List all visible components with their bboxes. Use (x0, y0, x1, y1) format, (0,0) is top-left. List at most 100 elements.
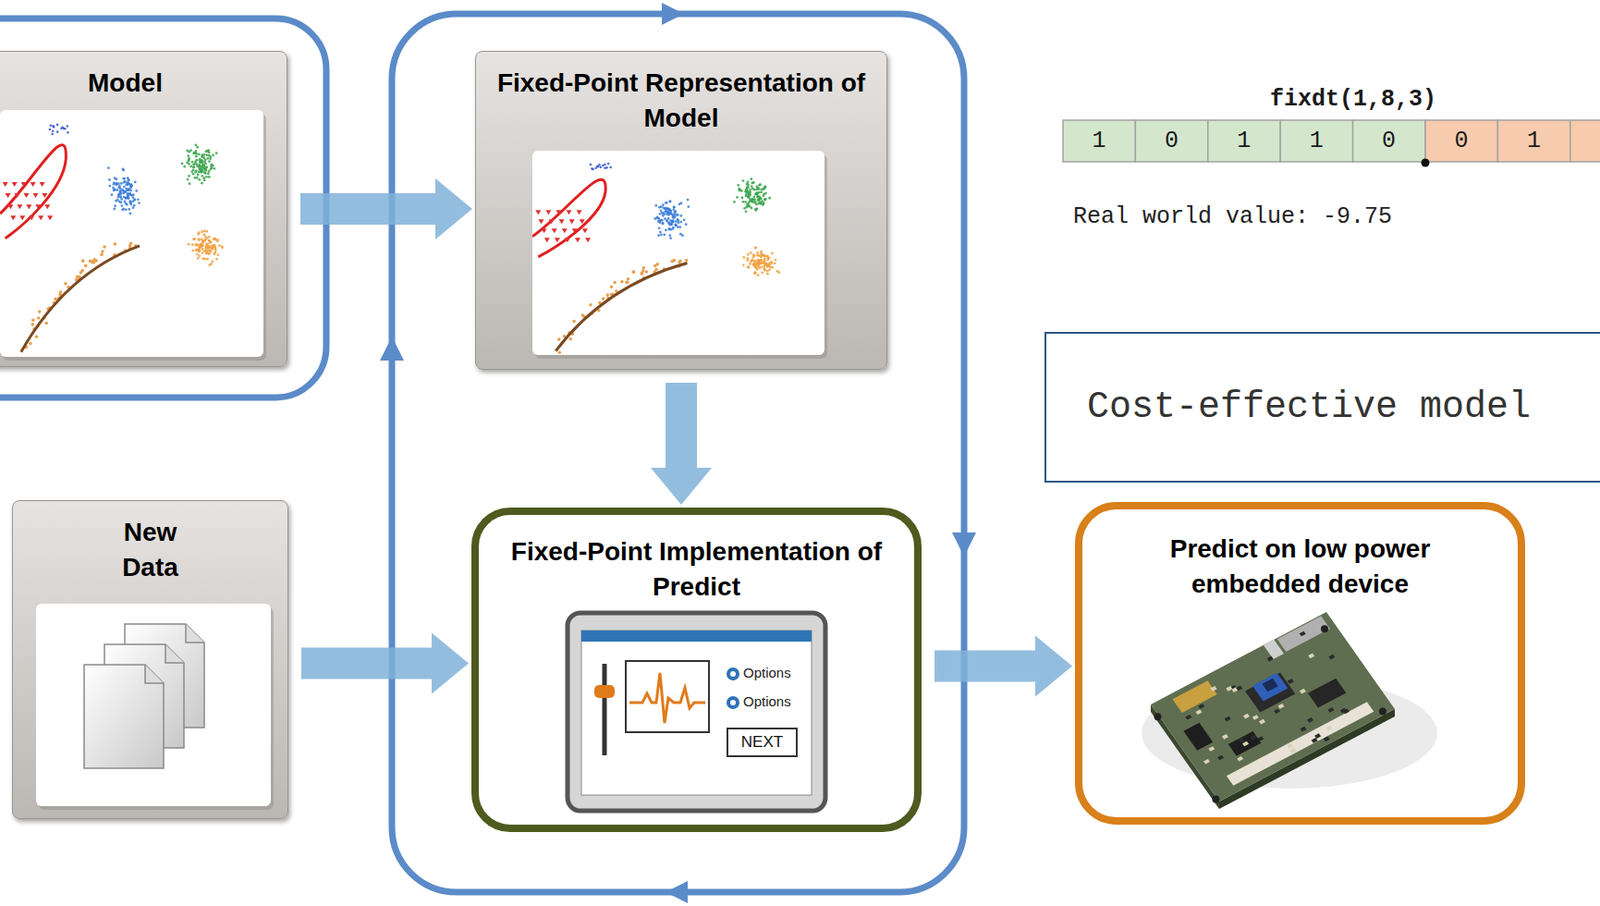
illustration-part (532, 150, 828, 359)
illustration-part (207, 175, 211, 179)
illustration-part (107, 166, 110, 170)
illustration-part (1257, 735, 1264, 742)
illustration-part (193, 151, 196, 155)
illustration-part (549, 219, 555, 224)
illustration-part (206, 257, 209, 261)
illustration-part (1203, 758, 1210, 765)
illustration-part (746, 265, 750, 269)
illustration-part (21, 182, 27, 187)
illustration-part (185, 623, 205, 643)
illustration-part (761, 188, 765, 192)
illustration-part (1211, 795, 1220, 804)
illustration-part (206, 249, 209, 253)
illustration-part (197, 249, 201, 253)
illustration-part (752, 195, 756, 198)
illustration-part (753, 197, 757, 201)
illustration-part (206, 157, 209, 160)
bit-cells (1062, 120, 1600, 162)
illustration-part (119, 189, 123, 193)
illustration-part (730, 671, 736, 677)
illustration-part (193, 176, 196, 180)
illustration-part (639, 271, 644, 276)
illustration-part (1195, 708, 1202, 715)
illustration-part (545, 209, 551, 215)
illustration-part (108, 178, 111, 182)
illustration-part (761, 203, 765, 207)
illustration-part (1210, 685, 1218, 692)
illustration-part (669, 209, 672, 213)
illustration-part (2, 182, 9, 187)
illustration-part (79, 270, 84, 275)
illustration-part (197, 170, 201, 174)
illustration-part (122, 168, 125, 171)
illustration-part (137, 201, 141, 205)
illustration-part (206, 149, 209, 153)
model-outline (0, 18, 327, 398)
illustration-part (119, 190, 123, 194)
illustration-part (726, 667, 740, 681)
implementation-box: Fixed-Point Implementation of Predict (471, 507, 922, 832)
illustration-part (203, 170, 207, 174)
illustration-part (532, 150, 825, 355)
illustration-part (564, 237, 571, 243)
illustration-part (210, 247, 214, 251)
illustration-part (607, 162, 611, 166)
illustration-part (770, 251, 774, 255)
illustration-part (751, 256, 755, 259)
illustration-part (193, 165, 196, 169)
illustration-part (669, 236, 672, 240)
illustration-part (112, 207, 116, 211)
illustration-part (63, 281, 68, 286)
illustration-part (1250, 734, 1258, 741)
illustration-part (576, 209, 583, 215)
illustration-part (197, 250, 201, 254)
illustration-part (1299, 688, 1307, 695)
illustration-part (1184, 714, 1192, 721)
illustration-part (66, 131, 70, 135)
illustration-part (581, 313, 586, 318)
illustration-part (133, 204, 136, 208)
illustration-part (768, 268, 771, 271)
illustration-part (541, 228, 548, 233)
bit-value: 1 (1062, 120, 1136, 162)
illustration-part (12, 182, 18, 187)
bit-cell (1280, 120, 1353, 162)
illustration-part (36, 316, 41, 320)
illustration-part (1242, 741, 1249, 747)
illustration-part (200, 237, 204, 241)
illustration-part (165, 644, 184, 663)
illustration-part (94, 258, 98, 263)
illustration-part (667, 217, 671, 220)
illustration-part (745, 258, 749, 262)
illustration-part (207, 235, 211, 239)
illustration-part (763, 198, 767, 202)
illustration-part (660, 211, 664, 215)
illustration-part (213, 245, 217, 249)
illustration-part (134, 189, 138, 193)
illustration-part (189, 165, 193, 169)
illustration-part (84, 664, 164, 769)
illustration-part (1236, 756, 1244, 762)
illustration-part (594, 167, 598, 171)
illustration-part (127, 188, 131, 192)
illustration-part (626, 277, 631, 281)
illustration-part (125, 203, 129, 207)
illustration-part (750, 207, 754, 210)
illustration-part (47, 215, 53, 220)
illustration-part (1307, 653, 1315, 660)
illustration-part (84, 264, 88, 269)
illustration-part (659, 212, 662, 216)
illustration-part (557, 337, 562, 342)
illustration-part (205, 247, 208, 251)
illustration-part (757, 183, 761, 187)
illustration-part (5, 193, 12, 198)
illustration-part (36, 603, 274, 810)
illustration-part (66, 124, 70, 128)
bit-cell (1135, 120, 1208, 162)
illustration-part (749, 251, 753, 255)
illustration-part (204, 158, 208, 161)
illustration-part (187, 159, 191, 163)
illustration-part (124, 187, 128, 191)
illustration-part (672, 211, 676, 215)
illustration-part (36, 603, 271, 807)
